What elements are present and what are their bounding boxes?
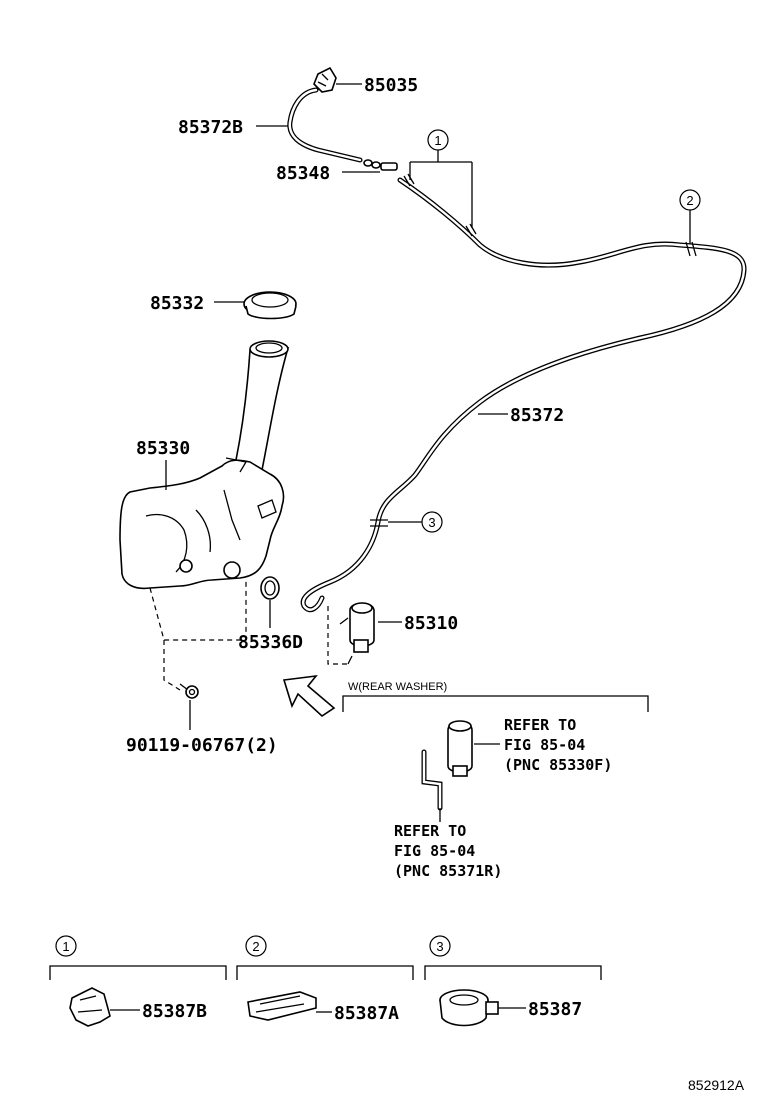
dash-bolt [163, 640, 181, 691]
refer-a-line3: (PNC 85330F) [504, 756, 612, 774]
tank-85330[interactable] [119, 340, 290, 590]
svg-text:1: 1 [434, 133, 441, 148]
label-85387B: 85387B [142, 1001, 207, 1022]
label-85372B: 85372B [178, 117, 243, 138]
label-85387: 85387 [528, 999, 582, 1020]
rear-hose-icon[interactable] [421, 749, 443, 811]
grommet-85336D[interactable] [260, 576, 280, 600]
hose-85372[interactable] [300, 177, 747, 613]
joint-85348[interactable] [363, 159, 398, 171]
legend-bracket-3 [424, 965, 602, 980]
label-85330: 85330 [136, 438, 190, 459]
legend-bracket-2 [236, 965, 414, 980]
nozzle-85035[interactable] [313, 66, 337, 93]
dash-tank-mount [149, 580, 247, 641]
clip-marker-1a [403, 173, 415, 187]
svg-text:2: 2 [686, 193, 693, 208]
label-90119-06767: 90119-06767(2) [126, 735, 278, 756]
svg-text:3: 3 [436, 939, 443, 954]
callout-1: 1 [409, 129, 473, 228]
label-85310: 85310 [404, 613, 458, 634]
svg-text:2: 2 [252, 939, 259, 954]
clip-85387B[interactable] [69, 987, 111, 1027]
label-85035: 85035 [364, 75, 418, 96]
label-85336D: 85336D [238, 632, 303, 653]
legend-bracket-1 [49, 965, 227, 980]
svg-text:3: 3 [428, 515, 435, 530]
figure-id: 852912A [688, 1077, 745, 1093]
refer-a-line2: FIG 85-04 [504, 736, 585, 754]
clip-marker-3 [370, 519, 388, 527]
label-85372: 85372 [510, 405, 564, 426]
clip-85387A[interactable] [247, 991, 317, 1021]
callout-2: 2 [679, 189, 701, 244]
pump-85310[interactable] [339, 602, 375, 665]
refer-a-line1: REFER TO [504, 716, 576, 734]
rear-washer-bracket [342, 695, 649, 712]
bolt-90119-06767[interactable] [179, 683, 199, 699]
hose-85372B[interactable] [287, 87, 363, 163]
rear-washer-header: W(REAR WASHER) [348, 681, 447, 693]
svg-text:1: 1 [62, 939, 69, 954]
label-85332: 85332 [150, 293, 204, 314]
legend-callout-3: 3 [429, 935, 451, 957]
cap-85332[interactable] [243, 291, 297, 320]
refer-b-line1: REFER TO [394, 822, 466, 840]
dash-pump [327, 606, 350, 665]
clip-85387[interactable] [439, 989, 499, 1027]
refer-b-line2: FIG 85-04 [394, 842, 475, 860]
clip-marker-2 [685, 241, 697, 257]
label-85348: 85348 [276, 163, 330, 184]
rear-pump-icon[interactable] [447, 720, 473, 777]
legend-callout-2: 2 [245, 935, 267, 957]
refer-b-line3: (PNC 85371R) [394, 862, 502, 880]
callout-3: 3 [388, 511, 443, 533]
clip-marker-1b [465, 223, 477, 237]
direction-arrow-icon [282, 674, 336, 718]
legend-callout-1: 1 [55, 935, 77, 957]
label-85387A: 85387A [334, 1003, 399, 1024]
